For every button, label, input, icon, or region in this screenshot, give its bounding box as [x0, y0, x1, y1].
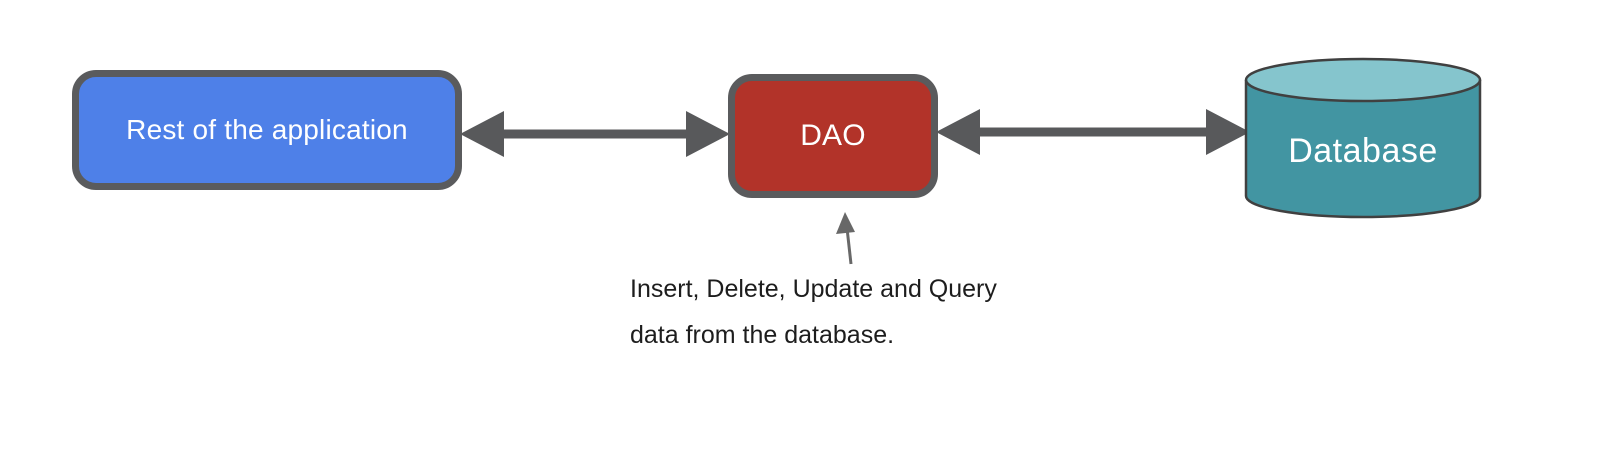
annotation-arrow-shaft: [845, 227, 853, 265]
annotation-line-1: Insert, Delete, Update and Query: [630, 275, 997, 303]
connector-shaft: [500, 129, 690, 139]
annotation-line-2: data from the database.: [630, 321, 895, 349]
annotation-arrowhead: [836, 212, 855, 234]
node-database: Database: [1244, 57, 1482, 219]
arrowhead-left: [936, 109, 980, 155]
node-rest-of-application-label: Rest of the application: [126, 114, 408, 145]
annotation-arrow-icon: [836, 212, 855, 265]
node-database-label: Database: [1288, 132, 1438, 170]
double-arrow-dao-database-icon: [936, 109, 1250, 155]
node-dao-label: DAO: [800, 119, 866, 152]
cylinder-top: [1244, 57, 1482, 103]
cylinder-body: [1244, 80, 1482, 219]
node-rest-of-application: Rest of the application: [72, 70, 462, 190]
connector-shaft: [976, 127, 1210, 137]
double-arrow-app-dao-icon: [460, 111, 730, 157]
annotation-text: Insert, Delete, Update and Query data fr…: [630, 266, 997, 358]
arrowhead-right: [686, 111, 730, 157]
arrowhead-left: [460, 111, 504, 157]
arrowhead-right: [1206, 109, 1250, 155]
node-dao: DAO: [728, 74, 938, 198]
